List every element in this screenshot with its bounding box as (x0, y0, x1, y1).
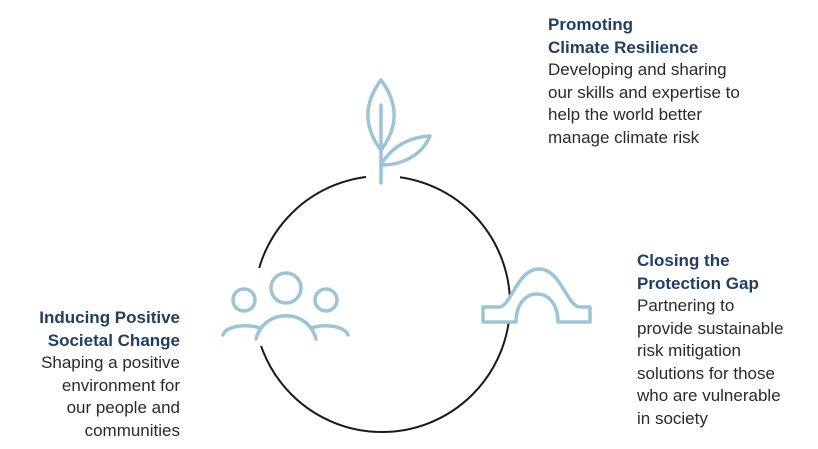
block-description-line: Developing and sharing (548, 60, 727, 79)
text-block-societal-change: Inducing Positive Societal Change Shapin… (0, 307, 180, 442)
block-title-line: Closing the (637, 251, 730, 270)
block-title-line: Inducing Positive (39, 308, 180, 327)
text-block-protection-gap: Closing the Protection Gap Partnering to… (637, 250, 817, 430)
block-description-line: who are vulnerable (637, 386, 781, 405)
text-block-climate-resilience: Promoting Climate Resilience Developing … (548, 14, 808, 149)
block-description-line: provide sustainable (637, 318, 784, 338)
block-description-line: help the world better (548, 105, 703, 124)
block-title-line: Societal Change (47, 330, 180, 350)
block-description-line: solutions for those (637, 363, 775, 383)
block-description-line: our skills and expertise to (548, 82, 740, 102)
block-title-line: Protection Gap (637, 273, 759, 293)
people-group-icon (216, 268, 356, 346)
plant-sprout-icon (366, 78, 432, 190)
block-description-line: environment for (61, 375, 180, 395)
block-description-line: manage climate risk (548, 127, 700, 147)
block-description-line: communities (84, 420, 180, 440)
block-description-line: Shaping a positive (41, 353, 180, 372)
block-title-line: Climate Resilience (548, 37, 699, 57)
block-description-line: Partnering to (637, 296, 735, 315)
block-description-line: our people and (66, 398, 180, 417)
block-description-line: in society (637, 408, 708, 428)
block-description-line: risk mitigation (637, 341, 741, 360)
block-title-line: Promoting (548, 15, 633, 34)
bridge-icon (481, 267, 592, 324)
